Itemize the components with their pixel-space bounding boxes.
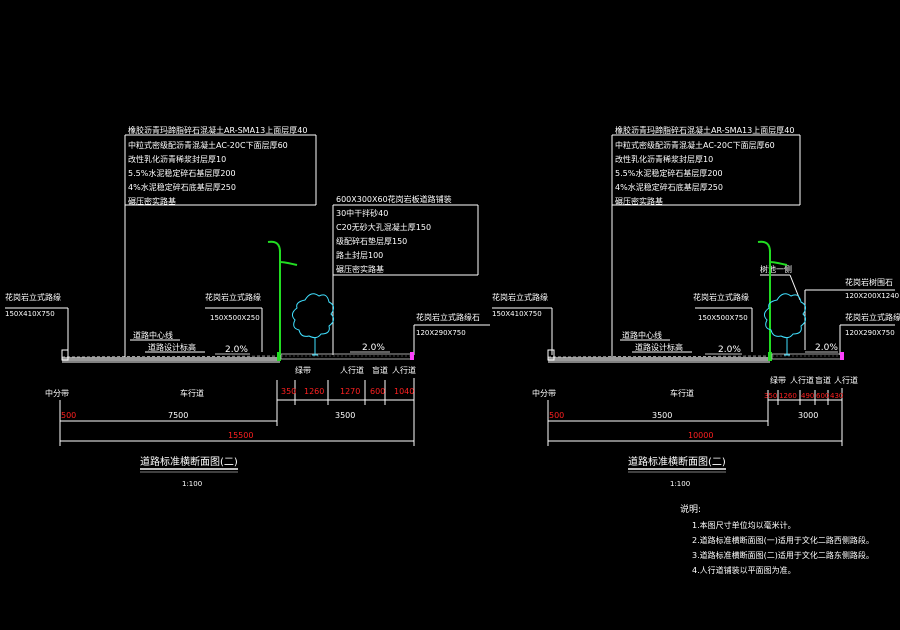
right-dim-total: 10000: [688, 431, 713, 440]
right-zone-blindway: 盲道: [815, 375, 831, 385]
left-curb-right-title: 花岗岩立式路缘石: [416, 312, 480, 322]
left-dim-blindway: 600: [370, 387, 385, 396]
left-zone-median: 中分带: [45, 388, 69, 398]
right-drawing-title: 道路标准横断面图(二): [628, 455, 726, 468]
right-dim-walk2: 430: [830, 392, 843, 400]
left-sidewalk-layer-4: 级配碎石垫层厚150: [336, 236, 407, 246]
right-curb-topright-size: 120X200X1240: [845, 292, 899, 300]
left-design-line-label: 道路设计标高: [148, 342, 196, 352]
left-pavement-layer-callout: [124, 134, 317, 360]
left-sidewalk-layer-3: C20无砂大孔混凝土厚150: [336, 222, 431, 232]
left-dim-total: 15500: [228, 431, 253, 440]
left-zone-sidewalk: 人行道: [340, 365, 364, 375]
right-pavement-layer-5: 4%水泥稳定碎石底基层厚250: [615, 182, 723, 192]
right-dim-carriageway: 3500: [652, 411, 672, 420]
left-cross-section: 橡胶沥青玛蹄脂碎石混凝土AR-SMA13上面层厚40 中粒式密级配沥青混凝土AC…: [5, 125, 490, 488]
left-sidewalk-layer-5: 路土封层100: [336, 250, 383, 260]
right-curb-left-size: 150X410X750: [492, 310, 542, 318]
right-sidewalk-slope: 2.0%: [815, 343, 838, 353]
left-sidewalk-slope: 2.0%: [362, 343, 385, 353]
right-pavement-layer-6: 碾压密实路基: [615, 196, 663, 206]
left-curb-mid-title: 花岗岩立式路缘: [205, 292, 261, 302]
left-drawing-title: 道路标准横断面图(二): [140, 455, 238, 468]
notes-item-1: 1.本图尺寸单位均以毫米计。: [692, 520, 796, 530]
left-road-surface: [61, 349, 414, 363]
right-zone-median: 中分带: [532, 388, 556, 398]
left-pavement-layer-5: 4%水泥稳定碎石底基层厚250: [128, 182, 236, 192]
right-tree-note: 树池一侧: [760, 264, 792, 274]
left-dim-median: 500: [61, 411, 76, 420]
right-zone-carriageway: 车行道: [670, 388, 694, 398]
left-pavement-layer-6: 碾压密实路基: [128, 196, 176, 206]
left-sidewalk-layer-callout: [332, 204, 479, 355]
right-tree-icon: [763, 293, 807, 356]
right-pavement-layer-callout: [611, 134, 801, 360]
left-zone-greenbelt: 绿带: [295, 366, 311, 375]
left-dim-carriageway: 7500: [168, 411, 188, 420]
right-dim-sidewalk-total: 3000: [798, 411, 818, 420]
right-drawing-scale: 1:100: [670, 480, 690, 488]
right-pavement-layer-4: 5.5%水泥稳定碎石基层厚200: [615, 168, 723, 178]
notes-heading: 说明:: [680, 503, 701, 515]
right-curb-topright-title: 花岗岩树围石: [845, 277, 893, 287]
notes-item-4: 4.人行道铺装以平面图为准。: [692, 565, 796, 575]
left-zone-carriageway: 车行道: [180, 388, 204, 398]
left-pavement-layer-2: 中粒式密级配沥青混凝土AC-20C下面层厚60: [128, 140, 288, 150]
left-sidewalk-layer-6: 碾压密实路基: [336, 264, 384, 274]
left-pavement-layer-4: 5.5%水泥稳定碎石基层厚200: [128, 168, 236, 178]
right-dim-blindway: 600: [816, 392, 829, 400]
right-center-line-label: 道路中心线: [622, 330, 662, 340]
left-drawing-scale: 1:100: [182, 480, 202, 488]
right-zone-walk2: 人行道: [834, 375, 858, 385]
left-sidewalk-layer-1: 600X300X60花岗岩板道路铺装: [336, 194, 452, 204]
left-dimension-lines: [59, 378, 415, 446]
right-dimension-lines: [547, 388, 843, 446]
right-curb-left-title: 花岗岩立式路缘: [492, 292, 548, 302]
left-dim-sidewalk: 1270: [340, 387, 360, 396]
notes-item-2: 2.道路标准横断面图(一)适用于文化二路西侧路段。: [692, 535, 874, 545]
left-pavement-layer-3: 改性乳化沥青稀浆封层厚10: [128, 154, 226, 164]
left-curb-left-size: 150X410X750: [5, 310, 55, 318]
right-road-slope: 2.0%: [718, 345, 741, 355]
left-dim-greenbelt-b: 1260: [304, 387, 324, 396]
right-road-surface: [547, 349, 844, 363]
left-curb-mid-size: 150X500X250: [210, 314, 260, 322]
right-dim-greenbelt-b: 1260: [779, 392, 797, 400]
left-tree-icon: [291, 293, 335, 356]
left-street-light-icon: [267, 240, 298, 355]
left-dim-greenbelt-a: 350: [281, 387, 296, 396]
right-cross-section: 橡胶沥青玛蹄脂碎石混凝土AR-SMA13上面层厚40 中粒式密级配沥青混凝土AC…: [492, 125, 900, 488]
left-center-line-label: 道路中心线: [133, 330, 173, 340]
right-curb-right-size: 120X290X750: [845, 329, 895, 337]
right-dim-sidewalk: 490: [801, 392, 814, 400]
left-zone-walk2: 人行道: [392, 365, 416, 375]
right-pavement-layer-2: 中粒式密级配沥青混凝土AC-20C下面层厚60: [615, 140, 775, 150]
right-dim-median: 500: [549, 411, 564, 420]
right-zone-sidewalk: 人行道: [790, 375, 814, 385]
right-curb-mid-title: 花岗岩立式路缘: [693, 292, 749, 302]
right-pavement-layer-1: 橡胶沥青玛蹄脂碎石混凝土AR-SMA13上面层厚40: [615, 125, 794, 135]
left-dim-walk2: 1040: [394, 387, 414, 396]
notes-item-3: 3.道路标准横断面图(二)适用于文化二路东侧路段。: [692, 550, 874, 560]
drawing-notes: 说明: 1.本图尺寸单位均以毫米计。 2.道路标准横断面图(一)适用于文化二路西…: [680, 503, 874, 575]
right-pavement-layer-3: 改性乳化沥青稀浆封层厚10: [615, 154, 713, 164]
left-sidewalk-layer-2: 30中干拌砂40: [336, 208, 388, 218]
right-dim-greenbelt-a: 350: [764, 392, 777, 400]
left-road-slope: 2.0%: [225, 345, 248, 355]
left-dim-sidewalk-total: 3500: [335, 411, 355, 420]
left-curb-left-title: 花岗岩立式路缘: [5, 292, 61, 302]
right-zone-greenbelt: 绿带: [770, 376, 786, 385]
right-curb-mid-size: 150X500X750: [698, 314, 748, 322]
right-design-line-label: 道路设计标高: [635, 342, 683, 352]
right-curb-right-title: 花岗岩立式路缘石: [845, 312, 900, 322]
left-zone-blindway: 盲道: [372, 365, 388, 375]
left-pavement-layer-1: 橡胶沥青玛蹄脂碎石混凝土AR-SMA13上面层厚40: [128, 125, 307, 135]
left-curb-right-size: 120X290X750: [416, 329, 466, 337]
